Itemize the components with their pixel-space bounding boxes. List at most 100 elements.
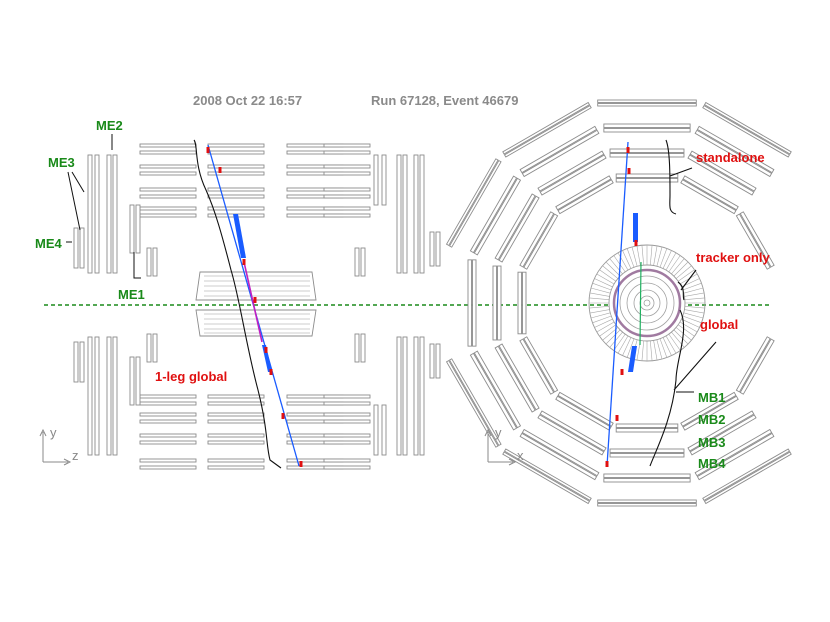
tracker-transverse	[619, 275, 675, 331]
barrel-chamber-transverse	[615, 173, 679, 183]
barrel-chamber-side	[139, 213, 197, 218]
muon-hit-side	[206, 147, 210, 153]
muon-hit-transverse	[605, 461, 609, 467]
calorimeter-cell	[617, 335, 629, 354]
endcap-chamber-side	[152, 333, 158, 363]
barrel-chamber-side	[139, 171, 197, 176]
endcap-chamber-side	[354, 247, 360, 277]
barrel-chambers-side	[139, 143, 371, 470]
transverse-view: standalone tracker only global MB1 MB2 M…	[445, 99, 792, 507]
barrel-chamber-side	[207, 194, 265, 199]
barrel-chamber-side	[207, 150, 265, 155]
calorimeter-cell	[668, 255, 681, 273]
endcap-chambers-side	[73, 154, 441, 456]
endcap-chamber-side	[402, 336, 408, 456]
calorimeter-cell	[609, 331, 623, 348]
endcap-chamber-side	[129, 204, 135, 254]
endcap-chamber-side	[413, 336, 419, 456]
endcap-chamber-side	[360, 247, 366, 277]
calorimeter-cell	[609, 258, 623, 275]
barrel-chamber-side	[139, 433, 197, 438]
barrel-chamber-transverse	[537, 150, 607, 196]
muon-hit-side	[281, 413, 285, 419]
calorimeter-cell	[589, 297, 610, 300]
standalone-bracket	[665, 139, 693, 215]
calorimeter-cell	[656, 246, 663, 267]
calorimeter-cell	[590, 287, 611, 294]
barrel-chamber-side	[139, 187, 197, 192]
barrel-chamber-side	[323, 206, 371, 211]
barrel-chamber-side	[139, 465, 197, 470]
barrel-chamber-side	[139, 394, 197, 399]
endcap-chamber-side	[106, 336, 112, 456]
barrel-chamber-side	[207, 412, 265, 417]
calorimeter-cell	[684, 309, 705, 314]
muon-hit-side	[218, 167, 222, 173]
calorimeter-cell	[665, 335, 677, 354]
calorimeter-cell	[605, 261, 621, 277]
calorimeter-cell	[673, 329, 689, 345]
barrel-chamber-side	[323, 150, 371, 155]
barrel-chamber-side	[323, 401, 371, 406]
calorimeter-cell	[679, 321, 698, 333]
track-segment-side-upper	[233, 214, 246, 258]
barrel-chamber-transverse	[735, 336, 775, 395]
calorimeter-cell	[683, 312, 704, 319]
barrel-chamber-side	[207, 187, 265, 192]
endcap-chamber-side	[435, 343, 441, 379]
endcap-chamber-side	[396, 154, 402, 274]
endcap-chamber-side	[135, 356, 141, 406]
calorimeter-cell	[673, 261, 689, 277]
calorimeter-cell	[631, 246, 638, 267]
barrel-chamber-transverse	[603, 473, 691, 483]
barrel-wheels-transverse	[445, 99, 792, 507]
endcap-chamber-side	[373, 154, 379, 206]
calorimeter-cell	[636, 245, 641, 266]
barrel-chamber-side	[323, 440, 371, 445]
endcap-chamber-side	[381, 404, 387, 456]
endcap-chamber-side	[402, 154, 408, 274]
muon-hits-side	[206, 147, 303, 467]
barrel-chamber-side	[139, 440, 197, 445]
barrel-chamber-transverse	[687, 410, 757, 456]
axis-transverse: y x	[484, 425, 524, 466]
barrel-chamber-transverse	[502, 448, 592, 505]
barrel-chamber-transverse	[517, 271, 527, 335]
barrel-chamber-transverse	[537, 410, 607, 456]
barrel-chamber-side	[207, 401, 265, 406]
barrel-chamber-transverse	[494, 343, 540, 413]
barrel-chamber-transverse	[702, 448, 792, 505]
endcap-chamber-side	[360, 333, 366, 363]
barrel-chamber-side	[139, 401, 197, 406]
run-event-label: Run 67128, Event 46679	[371, 93, 518, 108]
muon-hit-transverse	[634, 240, 638, 246]
calorimeter-cell	[653, 245, 658, 266]
calorimeter-cell	[675, 265, 692, 279]
one-leg-global-bracket	[193, 139, 282, 469]
calorimeter-cell	[599, 324, 617, 337]
calorimeter-cell	[659, 248, 668, 268]
calorimeter-cell	[602, 265, 619, 279]
muon-hits-transverse	[605, 147, 638, 467]
barrel-chamber-transverse	[687, 150, 757, 196]
calorimeter-cell	[684, 297, 705, 300]
muon-hit-side	[299, 461, 303, 467]
endcap-chamber-side	[429, 343, 435, 379]
barrel-chamber-side	[207, 458, 265, 463]
muon-hit-side	[269, 369, 273, 375]
barrel-chamber-side	[139, 194, 197, 199]
barrel-chamber-transverse	[519, 211, 559, 270]
endcap-chamber-side	[419, 154, 425, 274]
calorimeter-cell	[592, 282, 612, 291]
endcap-chamber-side	[413, 154, 419, 274]
barrel-chamber-side	[323, 458, 371, 463]
endcap-chamber-side	[135, 204, 141, 254]
endcap-chamber-side	[354, 333, 360, 363]
barrel-chamber-transverse	[694, 125, 775, 178]
endcap-chamber-side	[94, 336, 100, 456]
barrel-chamber-transverse	[467, 259, 477, 347]
tracker-side	[195, 271, 317, 337]
barrel-chamber-side	[207, 394, 265, 399]
calorimeter-cell	[683, 287, 704, 294]
